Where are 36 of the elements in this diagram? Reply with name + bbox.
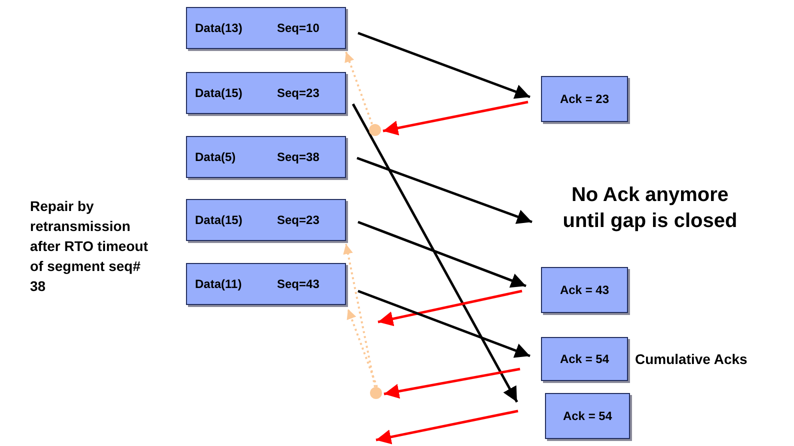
sequence-number-text: Seq=10 [277, 21, 320, 35]
data-length-text: Data(15) [195, 213, 242, 227]
ack-box: Ack = 54 [541, 337, 628, 381]
timeout-dot [370, 387, 382, 399]
arrow [376, 410, 518, 444]
dotted-arrow [344, 52, 373, 124]
segment-box [186, 263, 346, 305]
annotation-text: Cumulative Acks [635, 351, 748, 367]
arrow [352, 103, 518, 403]
sequence-number-text: Seq=43 [277, 277, 320, 291]
arrow [358, 290, 530, 358]
segment-box [186, 136, 346, 178]
arrow [382, 100, 528, 136]
dotted-arrow [346, 308, 378, 388]
arrow [378, 290, 522, 326]
segment-box [186, 7, 346, 49]
arrow [384, 368, 520, 399]
sequence-number-text: Seq=23 [277, 86, 320, 100]
dotted-arrow [343, 244, 376, 388]
data-length-text: Data(15) [195, 86, 242, 100]
ack-box: Ack = 43 [541, 267, 628, 313]
segment-box [186, 199, 346, 241]
arrow [356, 156, 532, 224]
data-length-text: Data(13) [195, 21, 242, 35]
ack-box: Ack = 54 [545, 393, 630, 439]
ack-box: Ack = 23 [541, 76, 628, 122]
note-text: No Ack anymore until gap is closed [545, 182, 755, 238]
arrow [358, 220, 526, 288]
note-text: Repair by retransmission after RTO timeout of segment seq# 38 [30, 197, 149, 296]
data-length-text: Data(5) [195, 150, 236, 164]
segment-box [186, 72, 346, 114]
sequence-number-text: Seq=23 [277, 213, 320, 227]
timeout-dot [369, 124, 381, 136]
sequence-number-text: Seq=38 [277, 150, 320, 164]
arrow [358, 32, 530, 99]
data-length-text: Data(11) [195, 277, 242, 291]
